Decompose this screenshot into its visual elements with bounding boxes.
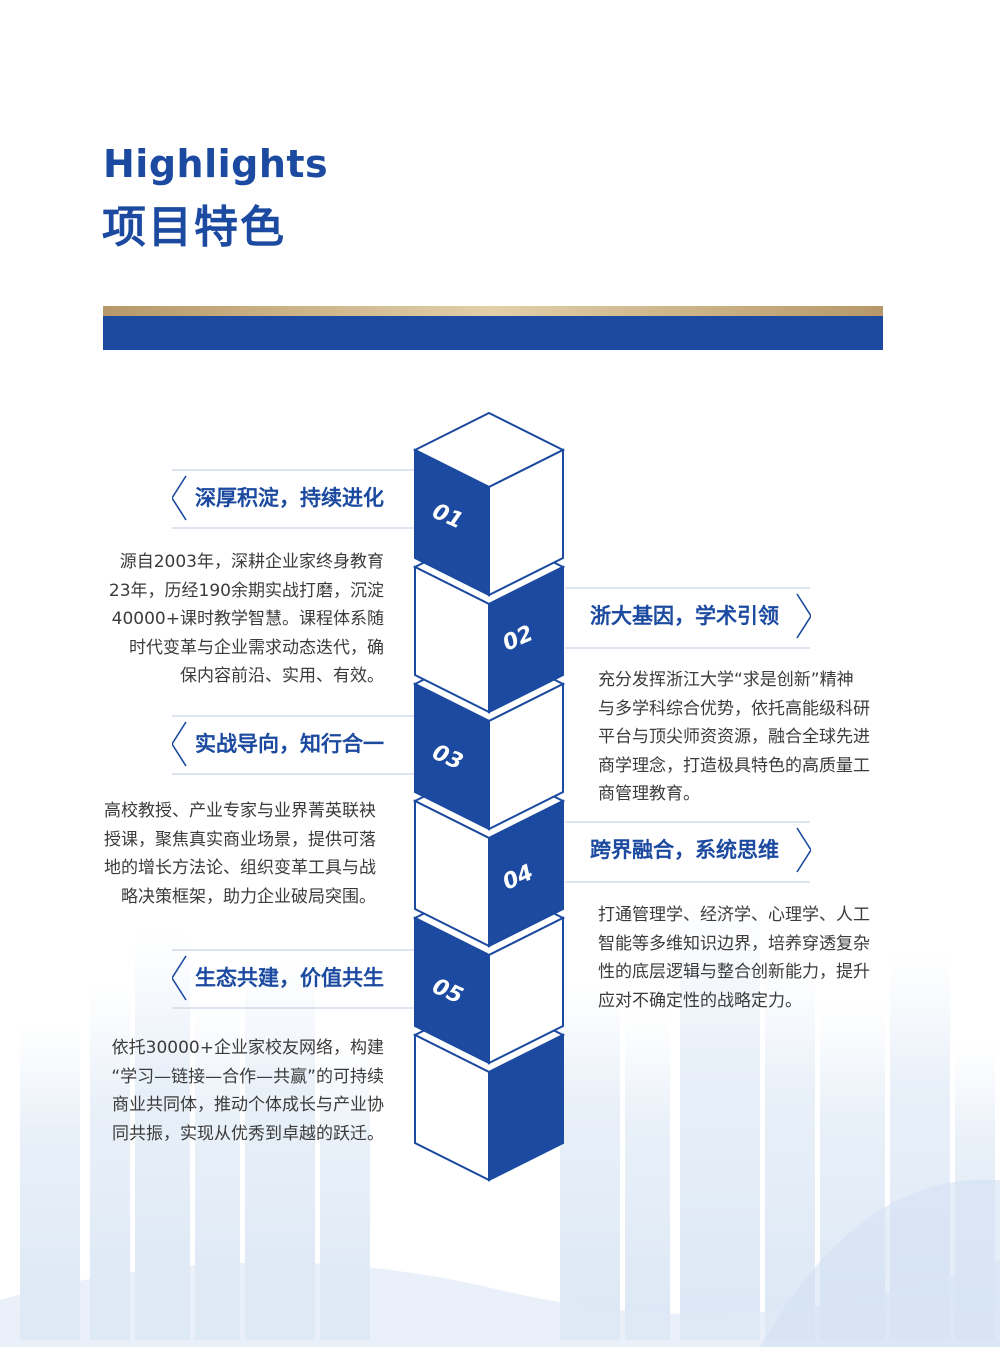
- body-line: 保内容前沿、实用、有效。: [180, 666, 384, 686]
- tab-arrow-shape: [172, 475, 187, 521]
- page-title-chinese: 项目特色: [102, 202, 286, 253]
- body-line: 高校教授、产业专家与业界菁英联袂: [104, 801, 376, 821]
- body-line: “学习—链接—合作—共赢”的可持续: [111, 1066, 384, 1087]
- body-line: 依托30000+企业家校友网络，构建: [111, 1038, 384, 1058]
- body-line: 商管理教育。: [598, 784, 700, 804]
- highlight-1-heading: 深厚积淀，持续进化: [195, 486, 384, 510]
- body-line: 打通管理学、经济学、心理学、人工: [598, 905, 870, 925]
- highlight-2-heading-tab: 浙大基因，学术引领: [576, 592, 811, 640]
- highlight-3-heading: 实战导向，知行合一: [195, 732, 384, 756]
- body-line: 充分发挥浙江大学“求是创新”精神: [598, 670, 854, 690]
- cube-step-01: 01: [412, 411, 566, 597]
- body-line: 智能等多维知识边界，培养穿透复杂: [598, 933, 870, 954]
- highlight-3-heading-tab: 实战导向，知行合一: [172, 720, 402, 768]
- tab-arrow-shape: [172, 721, 187, 767]
- highlight-5-heading: 生态共建，价值共生: [195, 966, 384, 990]
- page-title-english: Highlights: [103, 142, 329, 186]
- body-line: 平台与顶尖师资资源，融合全球先进: [598, 727, 870, 747]
- highlight-1-heading-tab: 深厚积淀，持续进化: [172, 474, 402, 522]
- gold-stripe: [103, 306, 883, 316]
- body-line: 23年，历经190余期实战打磨，沉淀: [108, 580, 384, 601]
- body-line: 应对不确定性的战略定力。: [598, 990, 802, 1011]
- tab-arrow-shape: [796, 593, 811, 639]
- body-line: 商业共同体，推动个体成长与产业协: [112, 1095, 384, 1115]
- title-divider-band: [103, 306, 883, 350]
- highlight-3-body: 高校教授、产业专家与业界菁英联袂 授课，聚焦真实商业场景，提供可落 地的增长方法…: [40, 797, 376, 911]
- body-line: 与多学科综合优势，依托高能级科研: [598, 698, 870, 719]
- body-line: 商学理念，打造极具特色的高质量工: [598, 755, 870, 776]
- highlight-2-body: 充分发挥浙江大学“求是创新”精神 与多学科综合优势，依托高能级科研 平台与顶尖师…: [598, 666, 928, 809]
- body-line: 同共振，实现从优秀到卓越的跃迁。: [112, 1123, 384, 1144]
- body-line: 性的底层逻辑与整合创新能力，提升: [598, 962, 870, 982]
- blue-stripe: [103, 316, 883, 350]
- highlight-4-body: 打通管理学、经济学、心理学、人工 智能等多维知识边界，培养穿透复杂 性的底层逻辑…: [598, 901, 928, 1015]
- body-line: 源自2003年，深耕企业家终身教育: [119, 552, 384, 572]
- highlight-4-heading-tab: 跨界融合，系统思维: [576, 826, 811, 874]
- body-line: 时代变革与企业需求动态迭代，确: [129, 637, 384, 658]
- body-line: 地的增长方法论、组织变革工具与战: [104, 858, 376, 878]
- body-line: 略决策框架，助力企业破局突围。: [121, 886, 376, 907]
- body-line: 40000+课时教学智慧。课程体系随: [111, 609, 384, 629]
- highlight-4-heading: 跨界融合，系统思维: [590, 838, 779, 862]
- highlight-2-heading: 浙大基因，学术引领: [590, 604, 779, 628]
- highlight-5-body: 依托30000+企业家校友网络，构建 “学习—链接—合作—共赢”的可持续 商业共…: [50, 1034, 384, 1148]
- highlight-1-body: 源自2003年，深耕企业家终身教育 23年，历经190余期实战打磨，沉淀 400…: [50, 548, 384, 691]
- highlight-5-heading-tab: 生态共建，价值共生: [172, 954, 402, 1002]
- connector-lines: [172, 469, 810, 1009]
- tab-arrow-shape: [796, 827, 811, 873]
- tab-arrow-shape: [172, 955, 187, 1001]
- body-line: 授课，聚焦真实商业场景，提供可落: [104, 829, 376, 850]
